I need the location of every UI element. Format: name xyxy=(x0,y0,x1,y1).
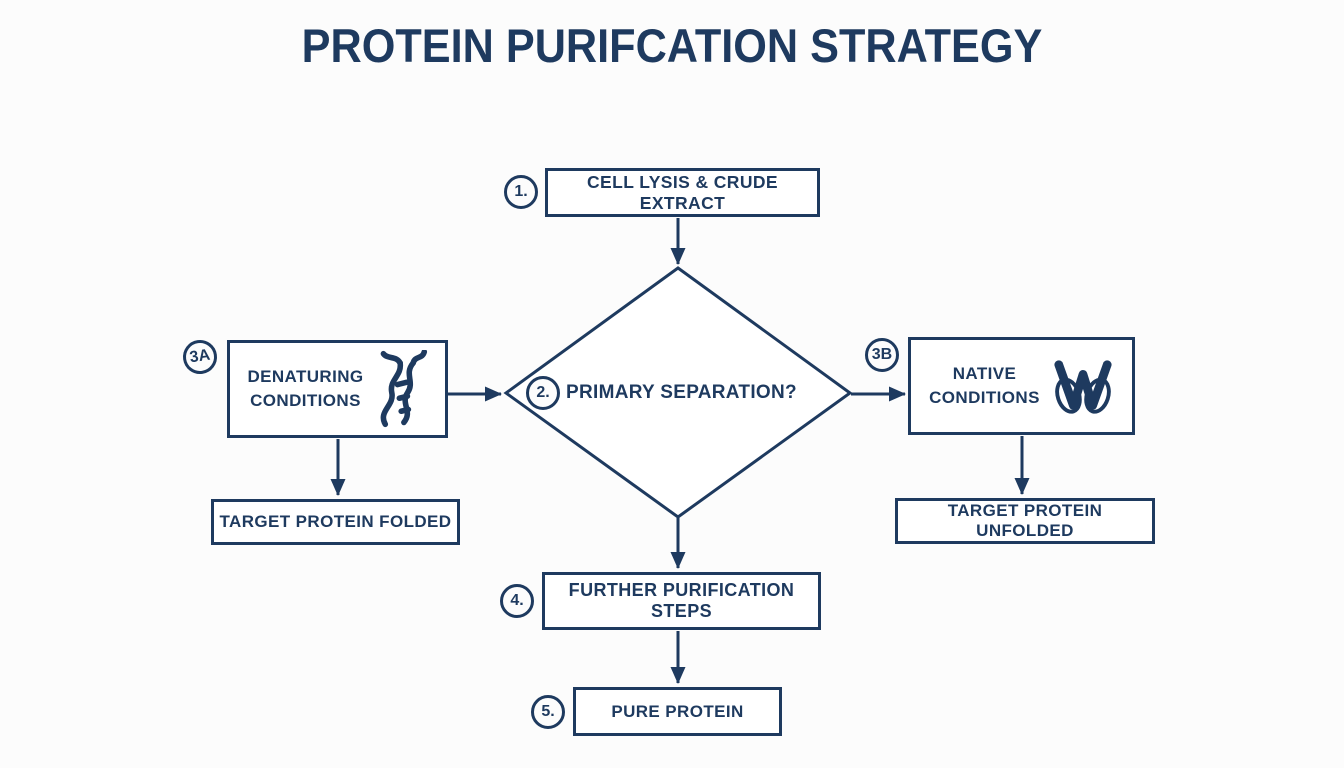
step-number-5-label: 5. xyxy=(541,703,555,720)
native-line1: NATIVE xyxy=(952,364,1017,384)
step-number-2-label: 2. xyxy=(536,384,550,401)
node-target-protein-unfolded-label: TARGET PROTEIN UNFOLDED xyxy=(947,501,1103,540)
denaturing-line1: DENATURING xyxy=(247,367,364,387)
step-number-5: 5. xyxy=(531,695,565,729)
denaturing-line2: CONDITIONS xyxy=(250,391,361,410)
node-native-conditions-label: NATIVE CONDITIONS xyxy=(929,362,1040,410)
step-number-1: 1. xyxy=(504,175,538,209)
node-further-purification: FURTHER PURIFICATION STEPS xyxy=(542,572,821,630)
node-primary-separation-label: PRIMARY SEPARATION? xyxy=(566,382,797,403)
folded-protein-icon xyxy=(1052,355,1114,417)
step-number-3b-label: 3B xyxy=(871,346,893,363)
decision-diamond xyxy=(503,266,853,519)
node-cell-lysis-label: CELL LYSIS & CRUDE EXTRACT xyxy=(587,171,778,213)
node-denaturing-conditions-label: DENATURING CONDITIONS xyxy=(247,365,363,413)
node-target-protein-unfolded: TARGET PROTEIN UNFOLDED xyxy=(895,498,1155,544)
node-target-protein-folded: TARGET PROTEIN FOLDED xyxy=(211,499,460,545)
node-native-conditions: NATIVE CONDITIONS xyxy=(908,337,1135,435)
node-pure-protein: PURE PROTEIN xyxy=(573,687,782,736)
step-number-4-label: 4. xyxy=(510,592,524,609)
step-number-3a-label: 3A xyxy=(188,346,212,367)
native-line2: CONDITIONS xyxy=(929,388,1040,407)
node-pure-protein-label: PURE PROTEIN xyxy=(611,701,744,721)
step-number-3b: 3B xyxy=(865,338,899,372)
node-denaturing-conditions: DENATURING CONDITIONS xyxy=(227,340,448,438)
step-number-4: 4. xyxy=(500,584,534,618)
node-cell-lysis: CELL LYSIS & CRUDE EXTRACT xyxy=(545,168,820,217)
node-further-purification-label: FURTHER PURIFICATION STEPS xyxy=(568,580,795,621)
unfolded-dna-icon xyxy=(376,350,428,428)
page-title: PROTEIN PURIFCATION STRATEGY xyxy=(301,19,1043,72)
node-target-protein-folded-label: TARGET PROTEIN FOLDED xyxy=(219,512,452,531)
step-number-2: 2. xyxy=(526,376,560,410)
step-number-1-label: 1. xyxy=(514,183,528,200)
